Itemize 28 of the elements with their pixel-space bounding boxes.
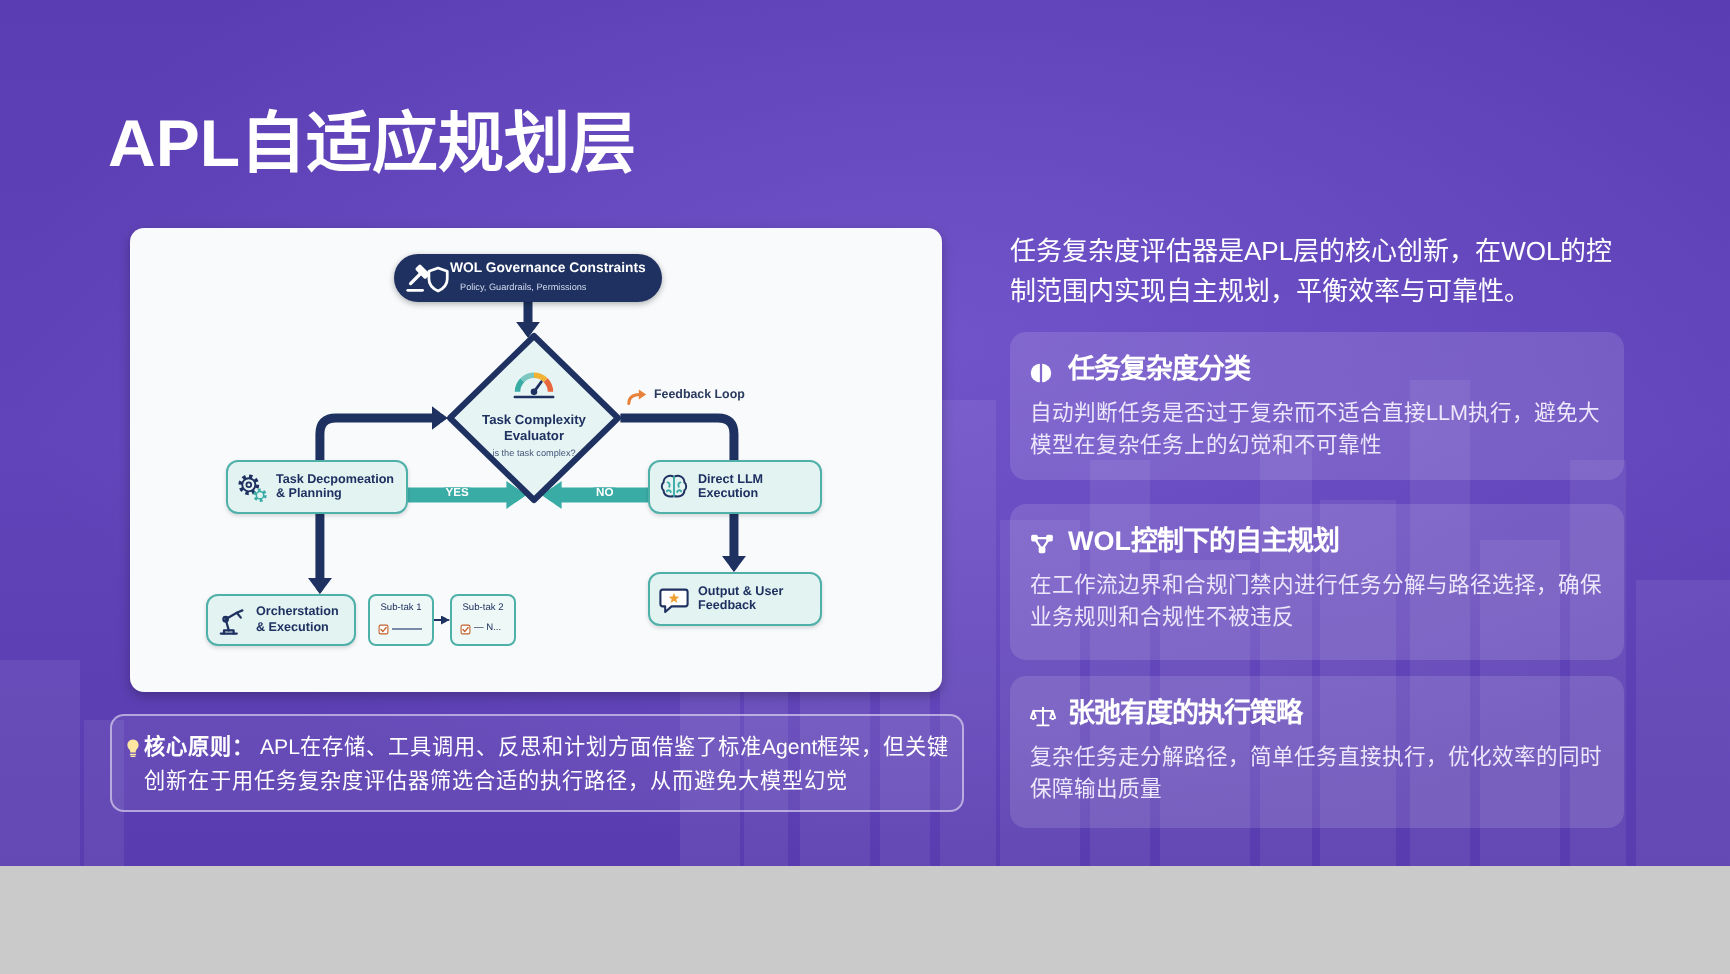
arrow xyxy=(725,514,742,572)
feature-text: 自动判断任务是否过于复杂而不适合直接LLM执行，避免大模型在复杂任务上的幻觉和不可靠性 xyxy=(1030,400,1603,461)
arrow xyxy=(520,302,536,338)
intro-text: 任务复杂度评估器是APL层的核心创新，在WOL的控制范围内实现自主规划，平衡效率与可靠性。 xyxy=(1010,234,1615,310)
decision-diamond xyxy=(446,332,622,504)
feature-card xyxy=(1010,332,1624,480)
principle-text: 核心原则： APL在存储、工具调用、反思和计划方面借鉴了标准Agent框架，但关键创新在于用任务复杂度评估器筛选合适的执行路径，从而避免大模型幻觉 xyxy=(144,733,952,798)
feature-text: 复杂任务走分解路径，简单任务直接执行，优化效率的同时保障输出质量 xyxy=(1030,744,1604,805)
process-box xyxy=(206,594,356,646)
arrow xyxy=(315,410,448,460)
subtask-box xyxy=(450,594,516,646)
process-box xyxy=(648,460,822,514)
principle-panel xyxy=(110,714,964,812)
process-box xyxy=(226,460,408,514)
feature-card xyxy=(1010,504,1624,660)
feature-heading: WOL控制下的自主规划 xyxy=(1068,524,1339,560)
feature-heading: 任务复杂度分类 xyxy=(1068,352,1250,388)
feature-card xyxy=(1010,676,1624,828)
arrow xyxy=(433,615,451,625)
process-box xyxy=(648,572,822,626)
subtask-box xyxy=(368,594,434,646)
feature-heading: 张弛有度的执行策略 xyxy=(1068,696,1302,732)
feature-text: 在工作流边界和合规门禁内进行任务分解与路径选择，确保业务规则和合规性不被违反 xyxy=(1030,572,1604,633)
block-arrow xyxy=(541,485,648,505)
arrow xyxy=(311,514,328,594)
constraint-banner xyxy=(394,254,662,302)
block-arrow xyxy=(408,485,527,505)
slide-title: APL自适应规划层 xyxy=(108,104,636,184)
